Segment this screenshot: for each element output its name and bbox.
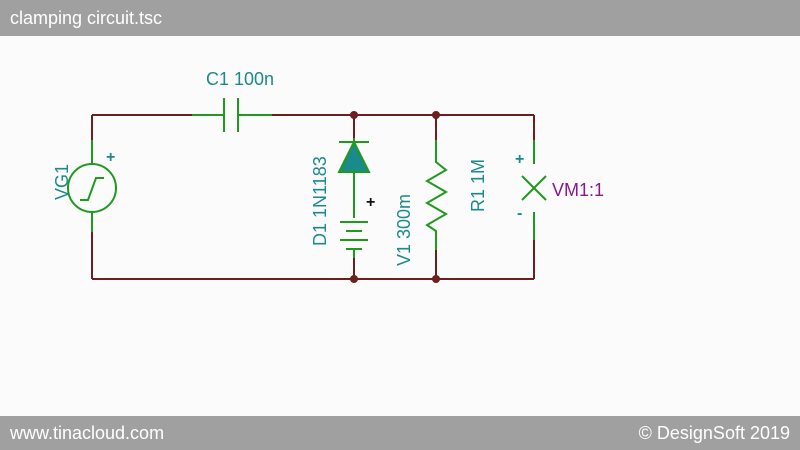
website-link[interactable]: www.tinacloud.com <box>10 423 165 443</box>
junction-dot <box>350 111 358 119</box>
junctions <box>350 111 440 283</box>
footer-bar: www.tinacloud.com © DesignSoft 2019 <box>0 416 800 450</box>
vm1-minus: - <box>517 205 522 222</box>
title-bar: clamping circuit.tsc <box>0 0 800 36</box>
junction-dot <box>350 275 358 283</box>
window-title: clamping circuit.tsc <box>10 8 163 28</box>
c1-capacitor[interactable] <box>192 98 272 132</box>
d1-diode[interactable] <box>337 138 371 218</box>
vg1-generator[interactable] <box>67 140 117 232</box>
v1-battery[interactable] <box>340 221 368 258</box>
vm1-voltmeter[interactable] <box>521 140 547 240</box>
c1-label: C1 100n <box>206 69 274 89</box>
vm1-label: VM1:1 <box>552 180 604 200</box>
r1-resistor[interactable] <box>425 140 448 250</box>
junction-dot <box>432 275 440 283</box>
vm1-plus: + <box>515 151 524 168</box>
junction-dot <box>432 111 440 119</box>
v1-label: V1 300m <box>394 194 414 266</box>
r1-label: R1 1M <box>468 159 488 212</box>
vg1-plus: + <box>106 149 115 166</box>
copyright-text: © DesignSoft 2019 <box>638 423 790 443</box>
vg1-label: VG1 <box>52 164 72 200</box>
v1-plus: + <box>366 194 375 211</box>
wires <box>91 114 535 280</box>
d1-label: D1 1N1183 <box>310 156 330 246</box>
